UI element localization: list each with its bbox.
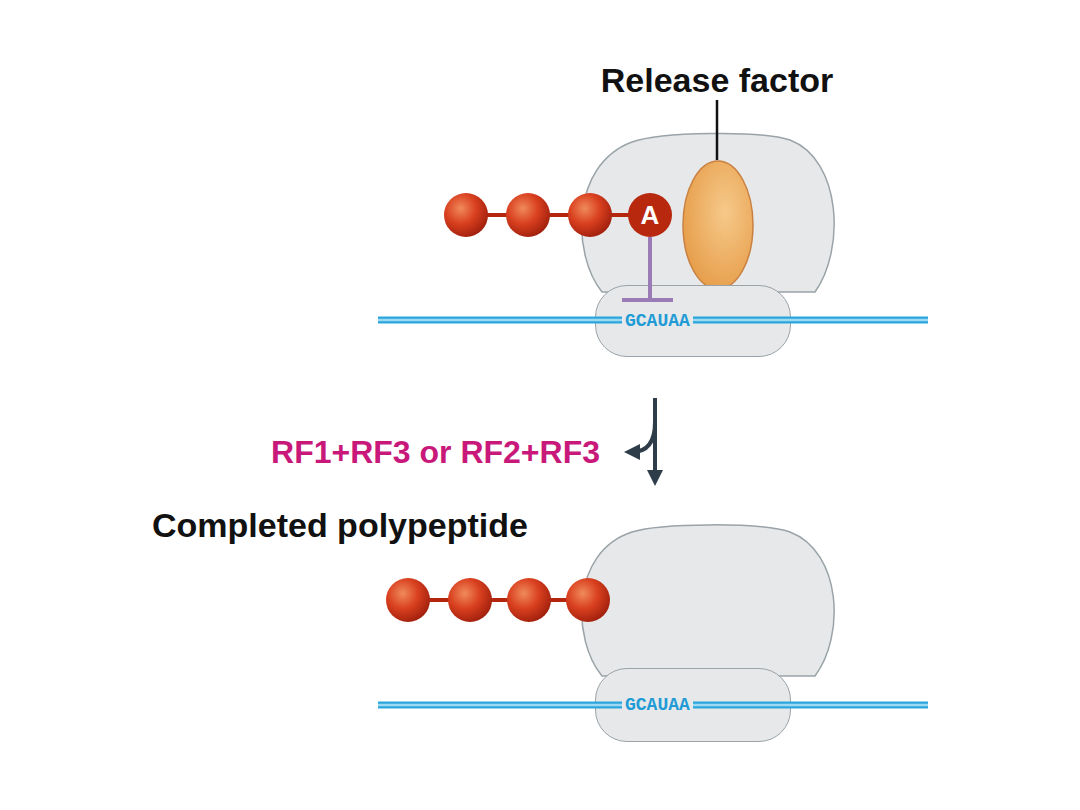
peptide-bond (466, 213, 640, 217)
mrna-strand (378, 702, 928, 709)
amino-acid (444, 193, 488, 237)
amino-acid (566, 578, 610, 622)
amino-acid (448, 578, 492, 622)
small-subunit: GCAUAA (595, 285, 791, 357)
peptide-bond (408, 598, 588, 602)
small-subunit: GCAUAA (595, 668, 791, 742)
leader-line (716, 100, 719, 160)
large-subunit (582, 133, 834, 292)
amino-acid (506, 193, 550, 237)
reagent-hook (632, 422, 655, 452)
part-label: Completed polypeptide (152, 506, 528, 545)
reagent-label: RF1+RF3 or RF2+RF3 (271, 434, 600, 471)
release-factor (683, 161, 753, 289)
part-label: Release factor (601, 61, 833, 100)
codon-sequence: GCAUAA (622, 311, 693, 331)
amino-acid-ball: A (628, 193, 672, 237)
amino-acid (386, 578, 430, 622)
amino-acid (568, 193, 612, 237)
amino-acid-letter: A (641, 200, 660, 231)
trna-anticodon (622, 298, 673, 302)
amino-acid (507, 578, 551, 622)
mrna-strand (378, 704, 928, 707)
mrna-strand (378, 319, 928, 322)
mrna-strand (378, 317, 928, 324)
trna-stem (648, 237, 652, 300)
codon-sequence: GCAUAA (622, 695, 693, 715)
large-subunit (582, 525, 834, 676)
